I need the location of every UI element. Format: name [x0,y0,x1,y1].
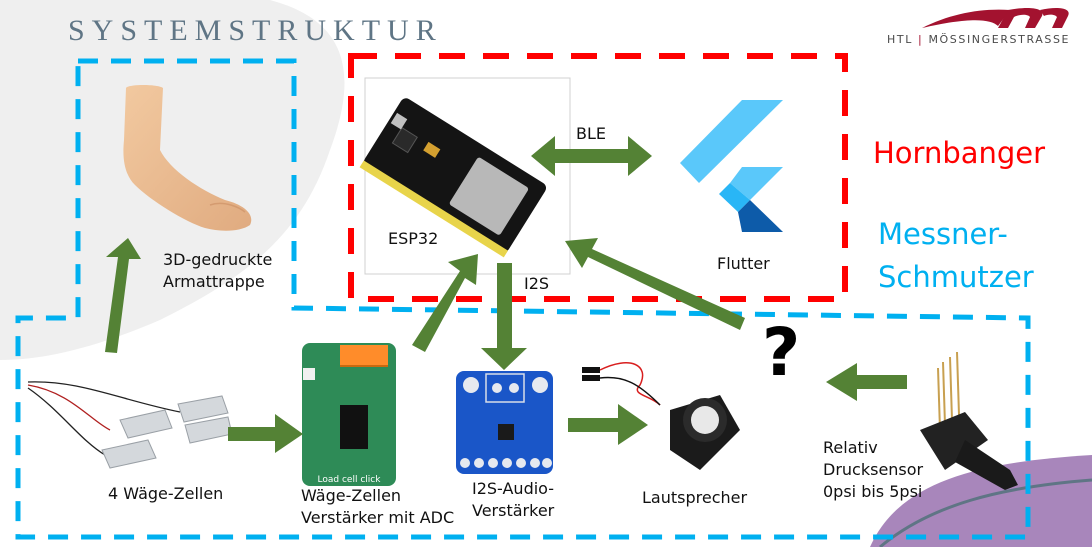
pressure-sensor-line1: Relativ [823,438,878,457]
pressure-sensor-line3: 0psi bis 5psi [823,482,923,501]
arrow-i2s-to-speaker [568,404,648,445]
pressure-sensor-label: Relativ Drucksensor 0psi bis 5psi [823,437,923,503]
esp32-image [359,77,571,275]
i2s-amp-line2: Verstärker [472,501,555,520]
blue-dashed-boundary [15,58,1031,540]
team-hornbanger-label: Hornbanger [873,136,1046,170]
ble-label: BLE [576,124,606,143]
arm-label-line2: Armattrappe [163,272,265,291]
pressure-sensor-line2: Drucksensor [823,460,924,479]
i2s-amp-board-image [456,371,553,474]
i2s-amp-label: I2S-Audio- Verstärker [472,478,554,522]
unknown-component-question-mark: ? [762,314,801,391]
amp-adc-label: Wäge-Zellen Verstärker mit ADC [301,485,454,529]
team-blue-line1: Messner- [878,217,1008,251]
logo-school: MÖSSINGERSTRASSE [928,33,1071,46]
flutter-logo-icon [680,100,783,232]
load-cells-label: 4 Wäge-Zellen [108,484,224,503]
load-cell-amp-board-image: Load cell click [302,343,396,486]
board-label: Load cell click [318,475,382,485]
logo-name: HTL [887,33,913,46]
team-messner-schmutzer-label: Messner- Schmutzer [878,213,1034,299]
team-blue-line2: Schmutzer [878,260,1034,294]
amp-adc-line1: Wäge-Zellen [301,486,402,505]
load-cells-image [27,364,233,482]
arrow-cells-to-amp [228,414,303,453]
logo-text: HTL | MÖSSINGERSTRASSE [887,33,1070,46]
arrow-ble-bidirectional [531,136,652,176]
arrow-unknown-to-esp32 [565,238,745,330]
arm-label-line1: 3D-gedruckte [163,250,273,269]
speaker-label: Lautsprecher [642,488,748,507]
i2s-label: I2S [524,274,550,293]
red-dashed-boundary [348,53,848,302]
flutter-label: Flutter [717,254,770,273]
logo-separator: | [918,33,924,46]
esp32-label: ESP32 [388,229,439,248]
amp-adc-line2: Verstärker mit ADC [301,508,455,527]
grey-corner-curve [879,478,1092,547]
purple-corner-blob [870,455,1092,547]
i2s-amp-line1: I2S-Audio- [472,479,555,498]
arrow-cells-to-arm [105,238,141,353]
arm-label: 3D-gedruckte Armattrappe [163,249,272,293]
arrow-amp-to-esp32 [412,254,478,352]
speaker-image [582,362,740,470]
slide-title: SYSTEMSTRUKTUR [68,14,443,47]
arrow-esp32-to-i2s-amp [481,263,527,370]
htl-logo-icon [922,8,1069,28]
pressure-sensor-image [920,351,1018,490]
arm-image [123,85,252,231]
arrow-sensor-to-unknown [826,363,907,401]
arrows [105,136,907,453]
